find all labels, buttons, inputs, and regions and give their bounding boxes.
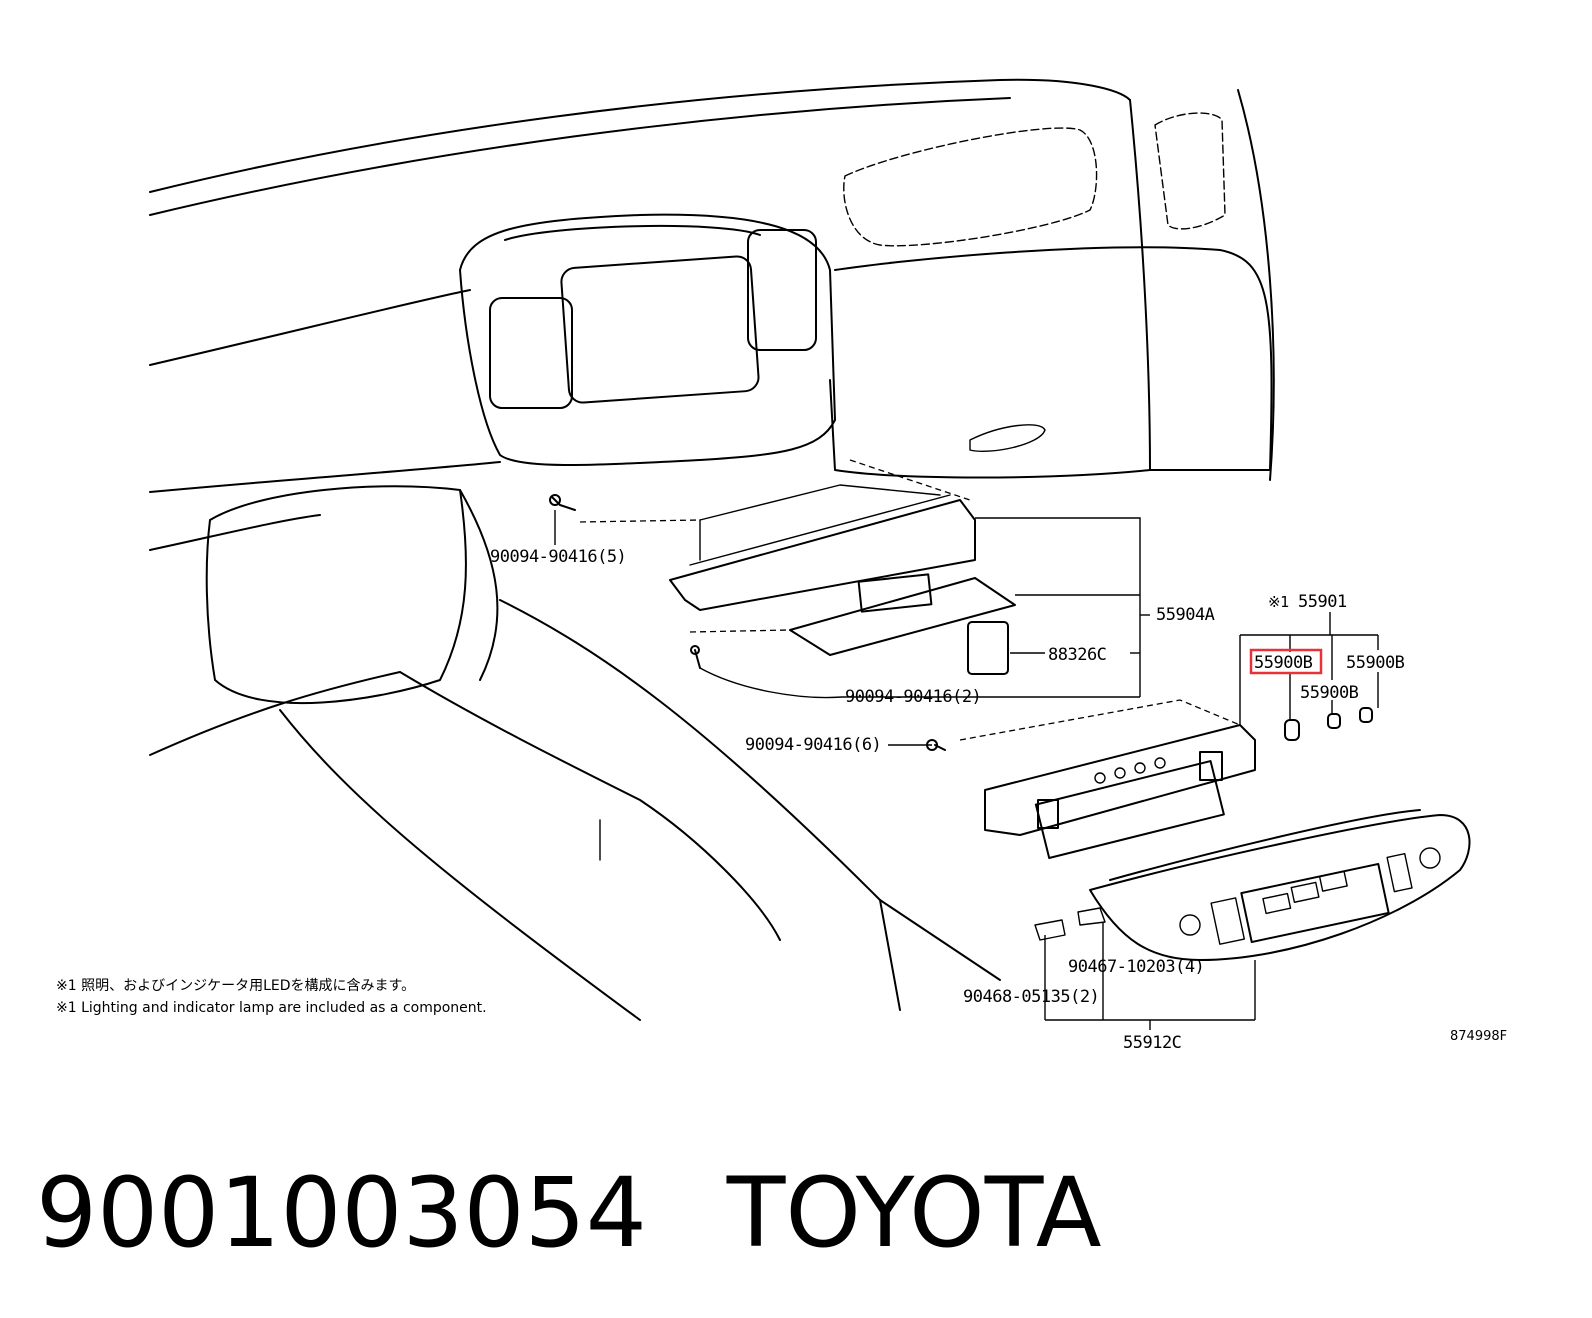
exploded-parts-diagram: 90094-90416(5) 55904A 88326C 90094-90416…: [56, 78, 1507, 1053]
label-bulb-center: 55900B: [1300, 683, 1359, 703]
label-part-c: 88326C: [1048, 645, 1106, 665]
control-board-55901: [959, 699, 1256, 859]
label-clip-b: 90468-05135(2): [963, 987, 1099, 1007]
label-clip-a: 90467-10203(4): [1068, 957, 1204, 977]
footnotes: ※1 照明、およびインジケータ用LEDを構成に含みます。 ※1 Lighting…: [56, 978, 487, 1016]
label-bulb-right: 55900B: [1346, 653, 1405, 673]
bracket-55904a: [579, 459, 1016, 675]
label-assembly-prefix: ※1: [1268, 593, 1289, 611]
label-bolt-top: 90094-90416(5): [490, 547, 626, 567]
bulb-icons: [1284, 707, 1373, 741]
label-part-a: 55904A: [1156, 605, 1215, 625]
label-bolt-mid: 90094-90416(2): [845, 687, 981, 707]
dashboard-outline: [149, 78, 1275, 1021]
part-number: 9001003054: [36, 1157, 647, 1269]
figure-code: 874998F: [1450, 1029, 1507, 1044]
note-english: ※1 Lighting and indicator lamp are inclu…: [56, 1000, 487, 1016]
front-panel-55912c: [1034, 809, 1471, 961]
screw-icons: [549, 494, 946, 751]
highlight-box: [1249, 648, 1323, 675]
label-assembly: 55901: [1298, 592, 1347, 612]
part-number-footer: 9001003054 TOYOTA: [36, 1148, 1102, 1278]
note-japanese: ※1 照明、およびインジケータ用LEDを構成に含みます。: [56, 978, 415, 994]
label-part-panel: 55912C: [1123, 1033, 1181, 1053]
brand-name: TOYOTA: [726, 1157, 1102, 1269]
leader-lines: [554, 510, 1379, 1030]
label-bulb-highlighted: 55900B: [1254, 653, 1313, 673]
callout-labels: 90094-90416(5) 55904A 88326C 90094-90416…: [490, 547, 1507, 1053]
label-bolt-lower: 90094-90416(6): [745, 735, 881, 755]
